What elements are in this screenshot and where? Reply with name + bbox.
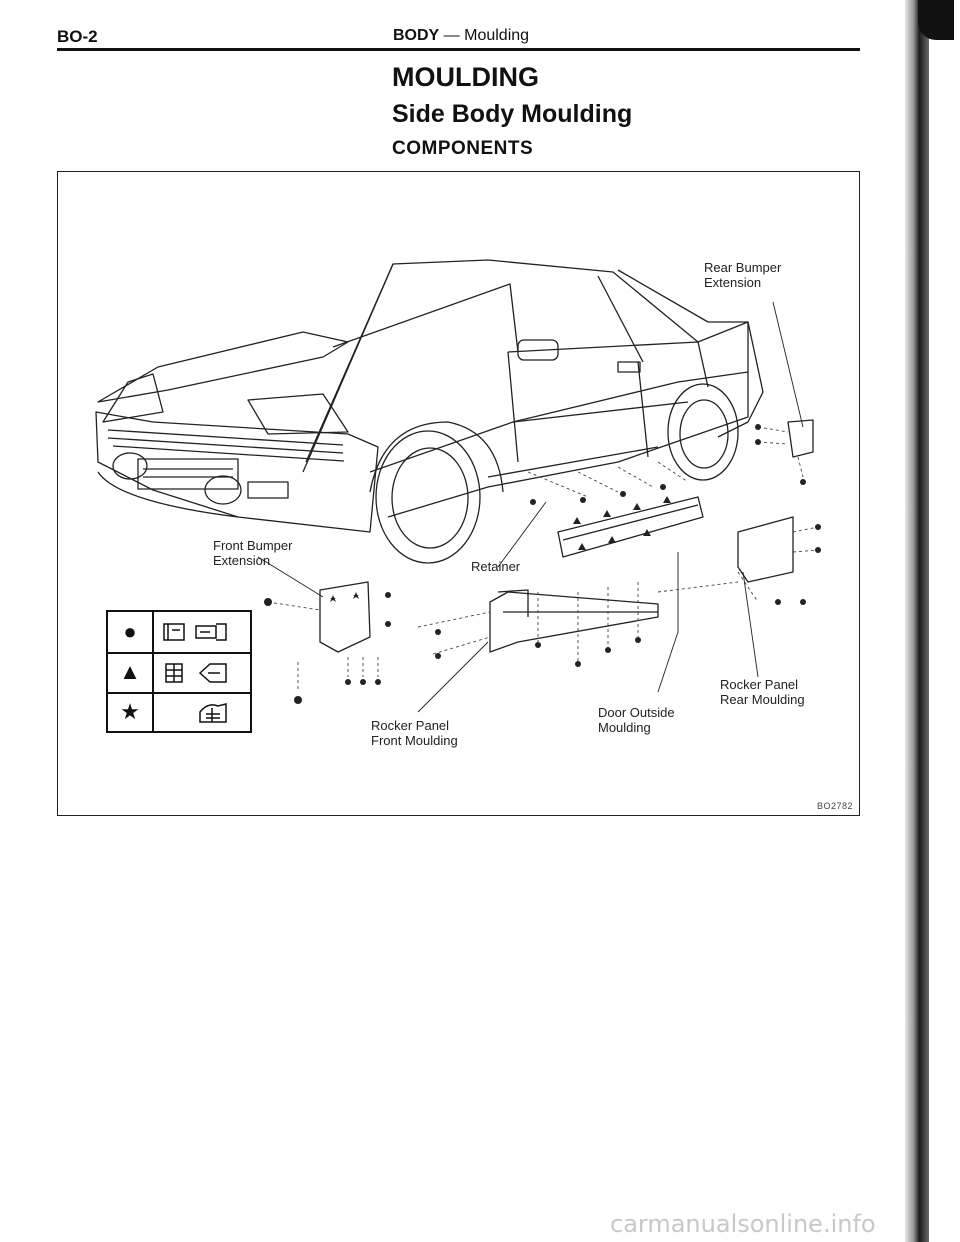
label-retainer: Retainer: [471, 559, 521, 574]
label-rocker-panel-rear-moulding: Rocker Panel Rear Moulding: [720, 677, 805, 707]
label-rocker-panel-front-moulding: Rocker Panel Front Moulding: [371, 718, 458, 748]
front-extension-part: [319, 581, 371, 653]
legend-row-triangle: ▲: [108, 652, 250, 694]
leader-rocker-rear: [742, 571, 759, 678]
page-title: MOULDING: [392, 62, 539, 92]
rocker-rear: [737, 516, 794, 583]
label-door-outside-moulding: Door Outside Moulding: [598, 705, 675, 735]
rear-extension-part: [787, 419, 814, 458]
triangle-clip-drawing: [165, 663, 227, 683]
components-figure: Rear Bumper Extension Front Bumper Exten…: [57, 171, 860, 816]
triangle-clip-icon: ▲: [108, 652, 154, 692]
figure-id: BO2782: [816, 801, 853, 811]
page-subtitle: Side Body Moulding: [392, 100, 633, 128]
legend-row-star: ★: [108, 692, 250, 732]
car-diagram: [95, 259, 821, 713]
page-edge-shadow: [905, 0, 929, 1242]
section-heading: COMPONENTS: [392, 138, 534, 159]
running-title-section: BODY: [393, 27, 440, 44]
label-rear-bumper-extension: Rear Bumper Extension: [704, 260, 782, 290]
door-moulding: [557, 496, 704, 558]
rear-wheel: [667, 383, 739, 481]
car-rear: [697, 321, 764, 438]
circle-clip-icon: ●: [108, 612, 154, 652]
page-edge-clip: [918, 0, 954, 40]
star-clip-icon: ★: [108, 692, 154, 732]
page-header: BO-2 BODY — Moulding: [0, 0, 960, 52]
leader-retainer: [497, 501, 547, 568]
hood: [97, 331, 349, 403]
watermark: carmanualsonline.info: [610, 1210, 876, 1238]
circle-clip-drawing: [163, 623, 227, 641]
label-front-bumper-extension: Front Bumper Extension: [213, 538, 293, 568]
leader-door: [657, 552, 679, 693]
fastener-legend: ● ▲ ★: [106, 610, 252, 733]
page-code: BO-2: [57, 27, 98, 46]
car-side: [369, 371, 749, 518]
rocker-front: [489, 591, 659, 653]
running-title-separator: —: [439, 27, 465, 44]
legend-row-circle: ●: [108, 612, 250, 654]
leader-front-extension: [257, 556, 324, 598]
front-wheel: [375, 430, 481, 564]
leader-rear-extension: [772, 301, 804, 428]
running-title: BODY — Moulding: [393, 27, 529, 45]
leader-rocker-front: [417, 641, 489, 713]
star-clip-drawing: [199, 703, 227, 723]
rear-window: [597, 269, 749, 372]
windshield: [305, 263, 519, 463]
running-title-subsection: Moulding: [464, 27, 530, 44]
front-grille: [95, 411, 379, 533]
header-rule: [57, 48, 860, 51]
